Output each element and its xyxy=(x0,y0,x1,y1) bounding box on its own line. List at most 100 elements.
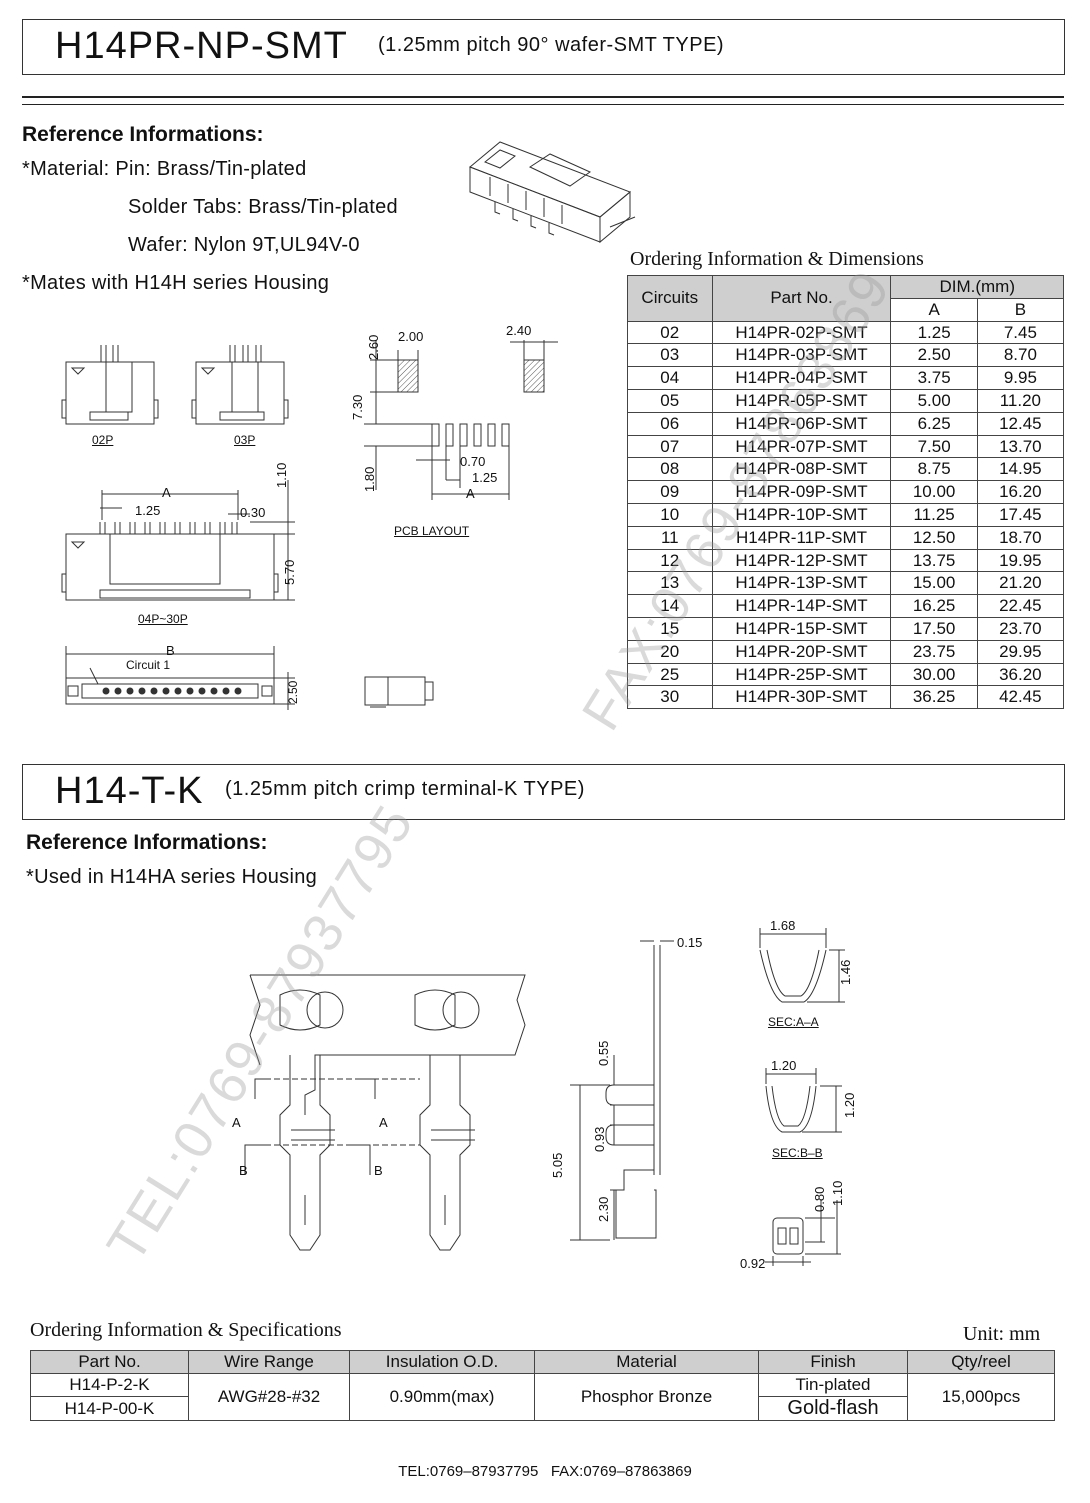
dim-080: 0.80 xyxy=(812,1186,827,1212)
col-dim-a: A xyxy=(890,297,978,322)
sec-bb-view xyxy=(765,1068,842,1133)
sec-aa-view xyxy=(759,928,845,1003)
table-row: H14-P-00-K Gold-flash xyxy=(30,1396,1055,1421)
cell-a: 12.50 xyxy=(890,525,978,550)
pcb-dim-lines-right xyxy=(510,340,558,360)
dim-200-pcb: 2.00 xyxy=(398,329,424,344)
col-material: Material xyxy=(534,1350,759,1374)
cell-b: 8.70 xyxy=(976,343,1065,368)
col-insulation: Insulation O.D. xyxy=(349,1350,535,1374)
col-part-no: Part No. xyxy=(30,1350,189,1374)
pcb-pads-hatched xyxy=(397,359,545,393)
table-row: H14-P-2-K AWG#28-#32 0.90mm(max) Phospho… xyxy=(30,1373,1055,1421)
cell-part-no: H14PR-07P-SMT xyxy=(711,434,892,459)
col-dim-b: B xyxy=(976,297,1065,322)
cell-circuits: 15 xyxy=(627,616,713,641)
cell-circuits: 04 xyxy=(627,366,713,390)
dim-055: 0.55 xyxy=(596,1040,611,1066)
dim-110-front: 1.10 xyxy=(274,462,289,488)
cell-circuits: 03 xyxy=(627,343,713,368)
section1-title-box xyxy=(22,19,1065,75)
cell-circuits: 20 xyxy=(627,639,713,664)
double-rule-bottom xyxy=(22,104,1064,105)
connector-3d-illustration xyxy=(469,141,636,244)
cell-circuits: 02 xyxy=(627,320,713,345)
cell-part-no: H14PR-11P-SMT xyxy=(711,525,892,550)
cell-a: 10.00 xyxy=(890,480,978,504)
cell-b: 13.70 xyxy=(976,434,1065,459)
front-box-view xyxy=(765,1200,841,1266)
section2-title: H14-T-K xyxy=(55,770,204,812)
ordering-caption: Ordering Information & Dimensions xyxy=(630,248,924,270)
used-in-line: *Used in H14HA series Housing xyxy=(26,866,318,888)
cell-b: 19.95 xyxy=(976,548,1065,573)
cell-a: 1.25 xyxy=(890,320,978,345)
cell-part-no: H14PR-04P-SMT xyxy=(711,366,892,390)
cell-part-no: H14PR-12P-SMT xyxy=(711,548,892,573)
dim-260-pcb: 2.60 xyxy=(366,334,381,360)
cell-b: 14.95 xyxy=(976,457,1065,482)
cell-b: 9.95 xyxy=(976,366,1065,390)
specs-unit: Unit: mm xyxy=(963,1323,1041,1345)
dim-240-pcb: 2.40 xyxy=(506,323,532,338)
cell-part-no: H14PR-08P-SMT xyxy=(711,457,892,482)
col-wire-range: Wire Range xyxy=(188,1350,350,1374)
footer-contact: TEL:0769–87937795 FAX:0769–87863869 xyxy=(398,1463,692,1480)
cell-a: 8.75 xyxy=(890,457,978,482)
section2-ref-heading: Reference Informations: xyxy=(26,831,268,854)
cell-circuits: 07 xyxy=(627,434,713,459)
label-a-right: A xyxy=(379,1115,388,1130)
cell-finish2: Gold-flash xyxy=(758,1396,908,1421)
cell-part-no: H14PR-05P-SMT xyxy=(711,388,892,413)
cell-circuits: 14 xyxy=(627,594,713,618)
circuit1-label: Circuit 1 xyxy=(126,658,171,672)
cell-a: 7.50 xyxy=(890,434,978,459)
section2-title-box xyxy=(22,764,1065,820)
cell-circuits: 06 xyxy=(627,411,713,436)
dim-250-top: 2.50 xyxy=(286,680,300,704)
col-part-no: Part No. xyxy=(711,275,892,322)
dim-093: 0.93 xyxy=(592,1126,607,1152)
solder-tabs-line: Solder Tabs: Brass/Tin-plated xyxy=(128,196,398,218)
cell-a: 2.50 xyxy=(890,343,978,368)
cell-a: 16.25 xyxy=(890,594,978,618)
cell-a: 3.75 xyxy=(890,366,978,390)
side-profile xyxy=(364,676,434,708)
cell-part-no: H14PR-30P-SMT xyxy=(711,685,892,710)
cell-part-no: H14PR-02P-SMT xyxy=(711,320,892,345)
label-b-left: B xyxy=(239,1163,248,1178)
label-02p: 02P xyxy=(92,433,114,447)
cell-a: 30.00 xyxy=(890,662,978,687)
cell-b: 11.20 xyxy=(976,388,1065,413)
sec-aa-label: SEC:A–A xyxy=(768,1015,819,1029)
cell-circuits: 12 xyxy=(627,548,713,573)
cell-part-no: H14PR-13P-SMT xyxy=(711,571,892,596)
cell-b: 17.45 xyxy=(976,502,1065,527)
cell-qty: 15,000pcs xyxy=(907,1373,1055,1421)
label-b-right: B xyxy=(374,1163,383,1178)
cell-circuits: 11 xyxy=(627,525,713,550)
cell-a: 13.75 xyxy=(890,548,978,573)
cell-wire-range: AWG#28-#32 xyxy=(188,1373,350,1421)
cell-a: 17.50 xyxy=(890,616,978,641)
sec-bb-label: SEC:B–B xyxy=(772,1146,823,1160)
dim-a-pcb: A xyxy=(466,486,475,501)
cell-circuits: 25 xyxy=(627,662,713,687)
col-finish: Finish xyxy=(758,1350,908,1374)
dim-a-front: A xyxy=(162,485,171,500)
dim-070-pcb: 0.70 xyxy=(460,454,486,469)
cell-circuits: 30 xyxy=(627,685,713,710)
section1-subtitle: (1.25mm pitch 90° wafer-SMT TYPE) xyxy=(378,34,725,56)
cell-b: 36.20 xyxy=(976,662,1065,687)
material-line: *Material: Pin: Brass/Tin-plated xyxy=(22,158,307,180)
cell-a: 5.00 xyxy=(890,388,978,413)
